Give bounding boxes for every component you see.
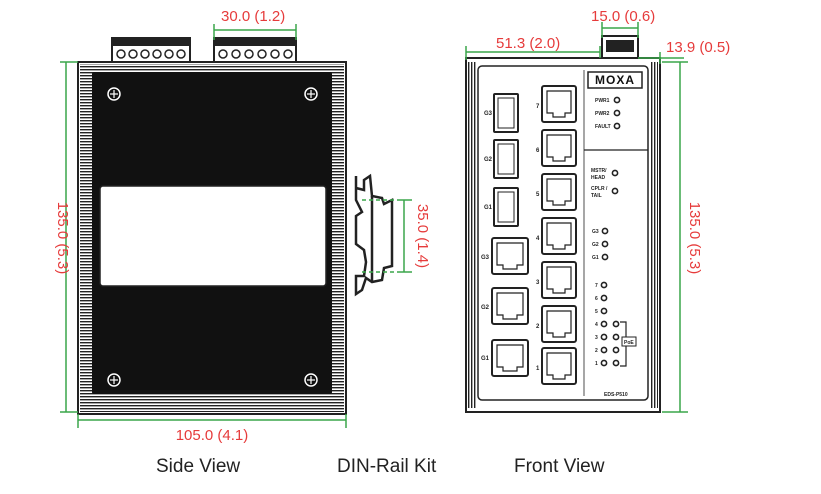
side-label-area xyxy=(99,185,327,287)
dimension-lines-rail xyxy=(362,199,412,273)
port-label-4: 4 xyxy=(536,236,540,242)
led-label-cplr: CPLR / xyxy=(591,186,608,192)
dim-rail-height: 35.0 (1.4) xyxy=(414,204,431,268)
dim-front-height: 135.0 (5.3) xyxy=(686,202,703,275)
led-label-g2: G2 xyxy=(592,242,599,248)
caption-side-view: Side View xyxy=(156,456,241,477)
front-view: MOXA G3 G2 G1 G3 G2 G1 xyxy=(465,57,661,413)
port-label-2: 2 xyxy=(536,324,540,330)
led-label-1: 1 xyxy=(595,361,598,367)
port-label-7: 7 xyxy=(536,104,540,110)
brand-logo: MOXA xyxy=(595,73,635,87)
port-label-3: 3 xyxy=(536,280,540,286)
led-label-pwr2: PWR2 xyxy=(595,111,610,117)
din-rail-kit xyxy=(354,173,394,297)
terminal-block-left xyxy=(111,37,191,65)
led-label-g3: G3 xyxy=(592,229,599,235)
port-label-5: 5 xyxy=(536,192,540,198)
screw-icon xyxy=(107,87,318,387)
port-label-6: 6 xyxy=(536,148,540,154)
side-view xyxy=(77,37,347,415)
led-label-g1: G1 xyxy=(592,255,599,261)
caption-front-view: Front View xyxy=(514,456,605,477)
led-label-head: HEAD xyxy=(591,175,606,181)
led-indicator-icon xyxy=(600,96,621,367)
dim-top-width: 30.0 (1.2) xyxy=(221,8,285,25)
din-clip-top xyxy=(601,35,639,59)
poe-label: PoE xyxy=(624,340,634,346)
dim-front-depth: 13.9 (0.5) xyxy=(666,39,730,56)
combo-label-g2: G2 xyxy=(481,305,490,311)
led-label-tail: TAIL xyxy=(591,193,602,199)
led-label-4: 4 xyxy=(595,322,598,328)
dim-clip-width: 15.0 (0.6) xyxy=(591,8,655,25)
combo-label-g3: G3 xyxy=(481,255,490,261)
led-label-7: 7 xyxy=(595,283,598,289)
led-label-5: 5 xyxy=(595,309,598,315)
led-label-pwr1: PWR1 xyxy=(595,98,610,104)
dim-front-width: 51.3 (2.0) xyxy=(496,35,560,52)
led-label-fault: FAULT xyxy=(595,124,611,130)
caption-din-rail-kit: DIN-Rail Kit xyxy=(337,456,437,477)
sfp-label-g1: G1 xyxy=(484,205,493,211)
dimension-lines-front xyxy=(465,22,688,413)
combo-label-g1: G1 xyxy=(481,356,490,362)
sfp-label-g2: G2 xyxy=(484,157,493,163)
sfp-label-g3: G3 xyxy=(484,111,493,117)
led-label-6: 6 xyxy=(595,296,598,302)
sfp-ports xyxy=(493,93,519,227)
led-label-2: 2 xyxy=(595,348,598,354)
terminal-block-right xyxy=(213,37,297,65)
led-label-3: 3 xyxy=(595,335,598,341)
led-label-mstr: MSTR/ xyxy=(591,168,607,174)
dim-side-height: 135.0 (5.3) xyxy=(54,202,71,275)
dim-side-width: 105.0 (4.1) xyxy=(176,427,249,444)
port-label-1: 1 xyxy=(536,366,540,372)
model-label: EDS-P510 xyxy=(604,392,628,398)
dimension-lines-side xyxy=(60,24,347,428)
